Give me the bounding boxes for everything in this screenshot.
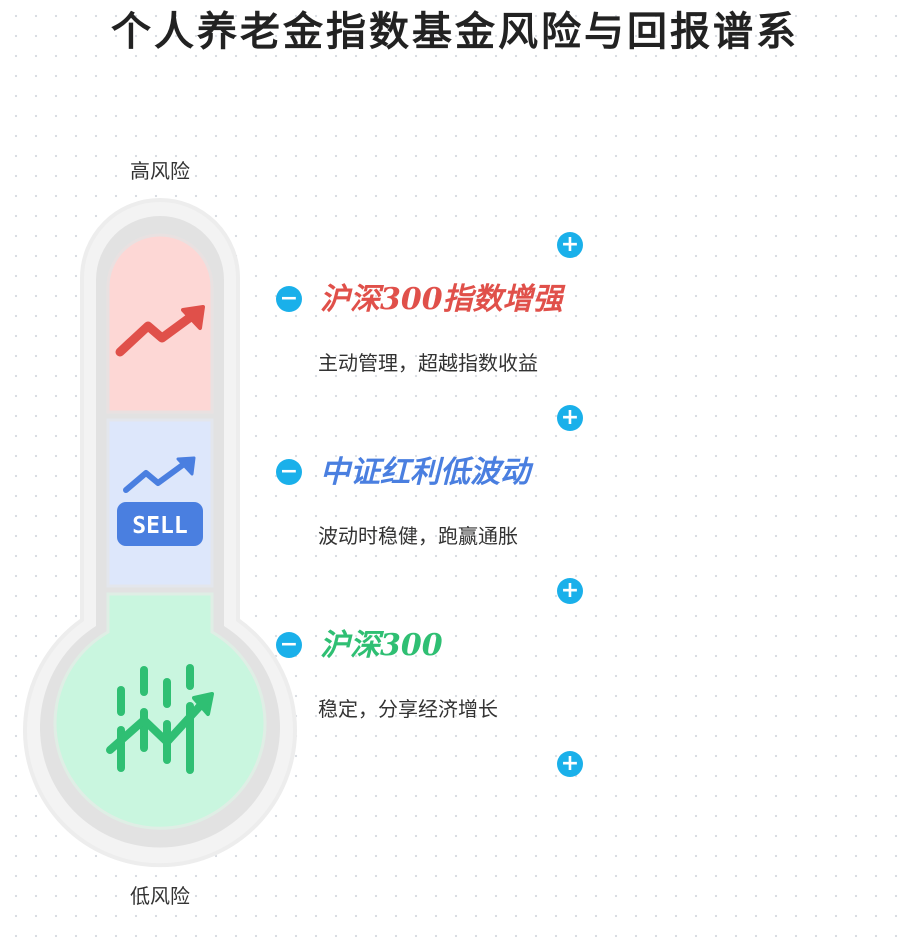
risk-thermometer: SELL [23, 198, 297, 868]
tier-title-high: 沪深300指数增强 [320, 282, 563, 317]
expand-plus-icon[interactable]: + [557, 578, 583, 604]
svg-text:SELL: SELL [132, 513, 187, 539]
tier-low-segment [53, 592, 267, 830]
risk-high-label: 高风险 [130, 159, 190, 183]
sell-chart-icon: SELL [117, 456, 203, 546]
tier-desc-mid: 波动时稳健，跑赢通胀 [318, 524, 518, 548]
tier-high-segment [106, 233, 214, 414]
risk-low-label: 低风险 [130, 884, 190, 908]
collapse-minus-icon[interactable]: − [276, 286, 302, 312]
tier-desc-high: 主动管理，超越指数收益 [318, 351, 538, 375]
tier-title-mid: 中证红利低波动 [320, 455, 530, 490]
collapse-minus-icon[interactable]: − [276, 459, 302, 485]
expand-plus-icon[interactable]: + [557, 232, 583, 258]
tier-title-low: 沪深300 [320, 628, 443, 663]
collapse-minus-icon[interactable]: − [276, 632, 302, 658]
expand-plus-icon[interactable]: + [557, 751, 583, 777]
trending-up-icon [115, 305, 205, 357]
page-title: 个人养老金指数基金风险与回报谱系 [111, 8, 799, 55]
growth-bars-icon [106, 664, 214, 774]
tier-desc-low: 稳定，分享经济增长 [318, 697, 498, 721]
expand-plus-icon[interactable]: + [557, 405, 583, 431]
